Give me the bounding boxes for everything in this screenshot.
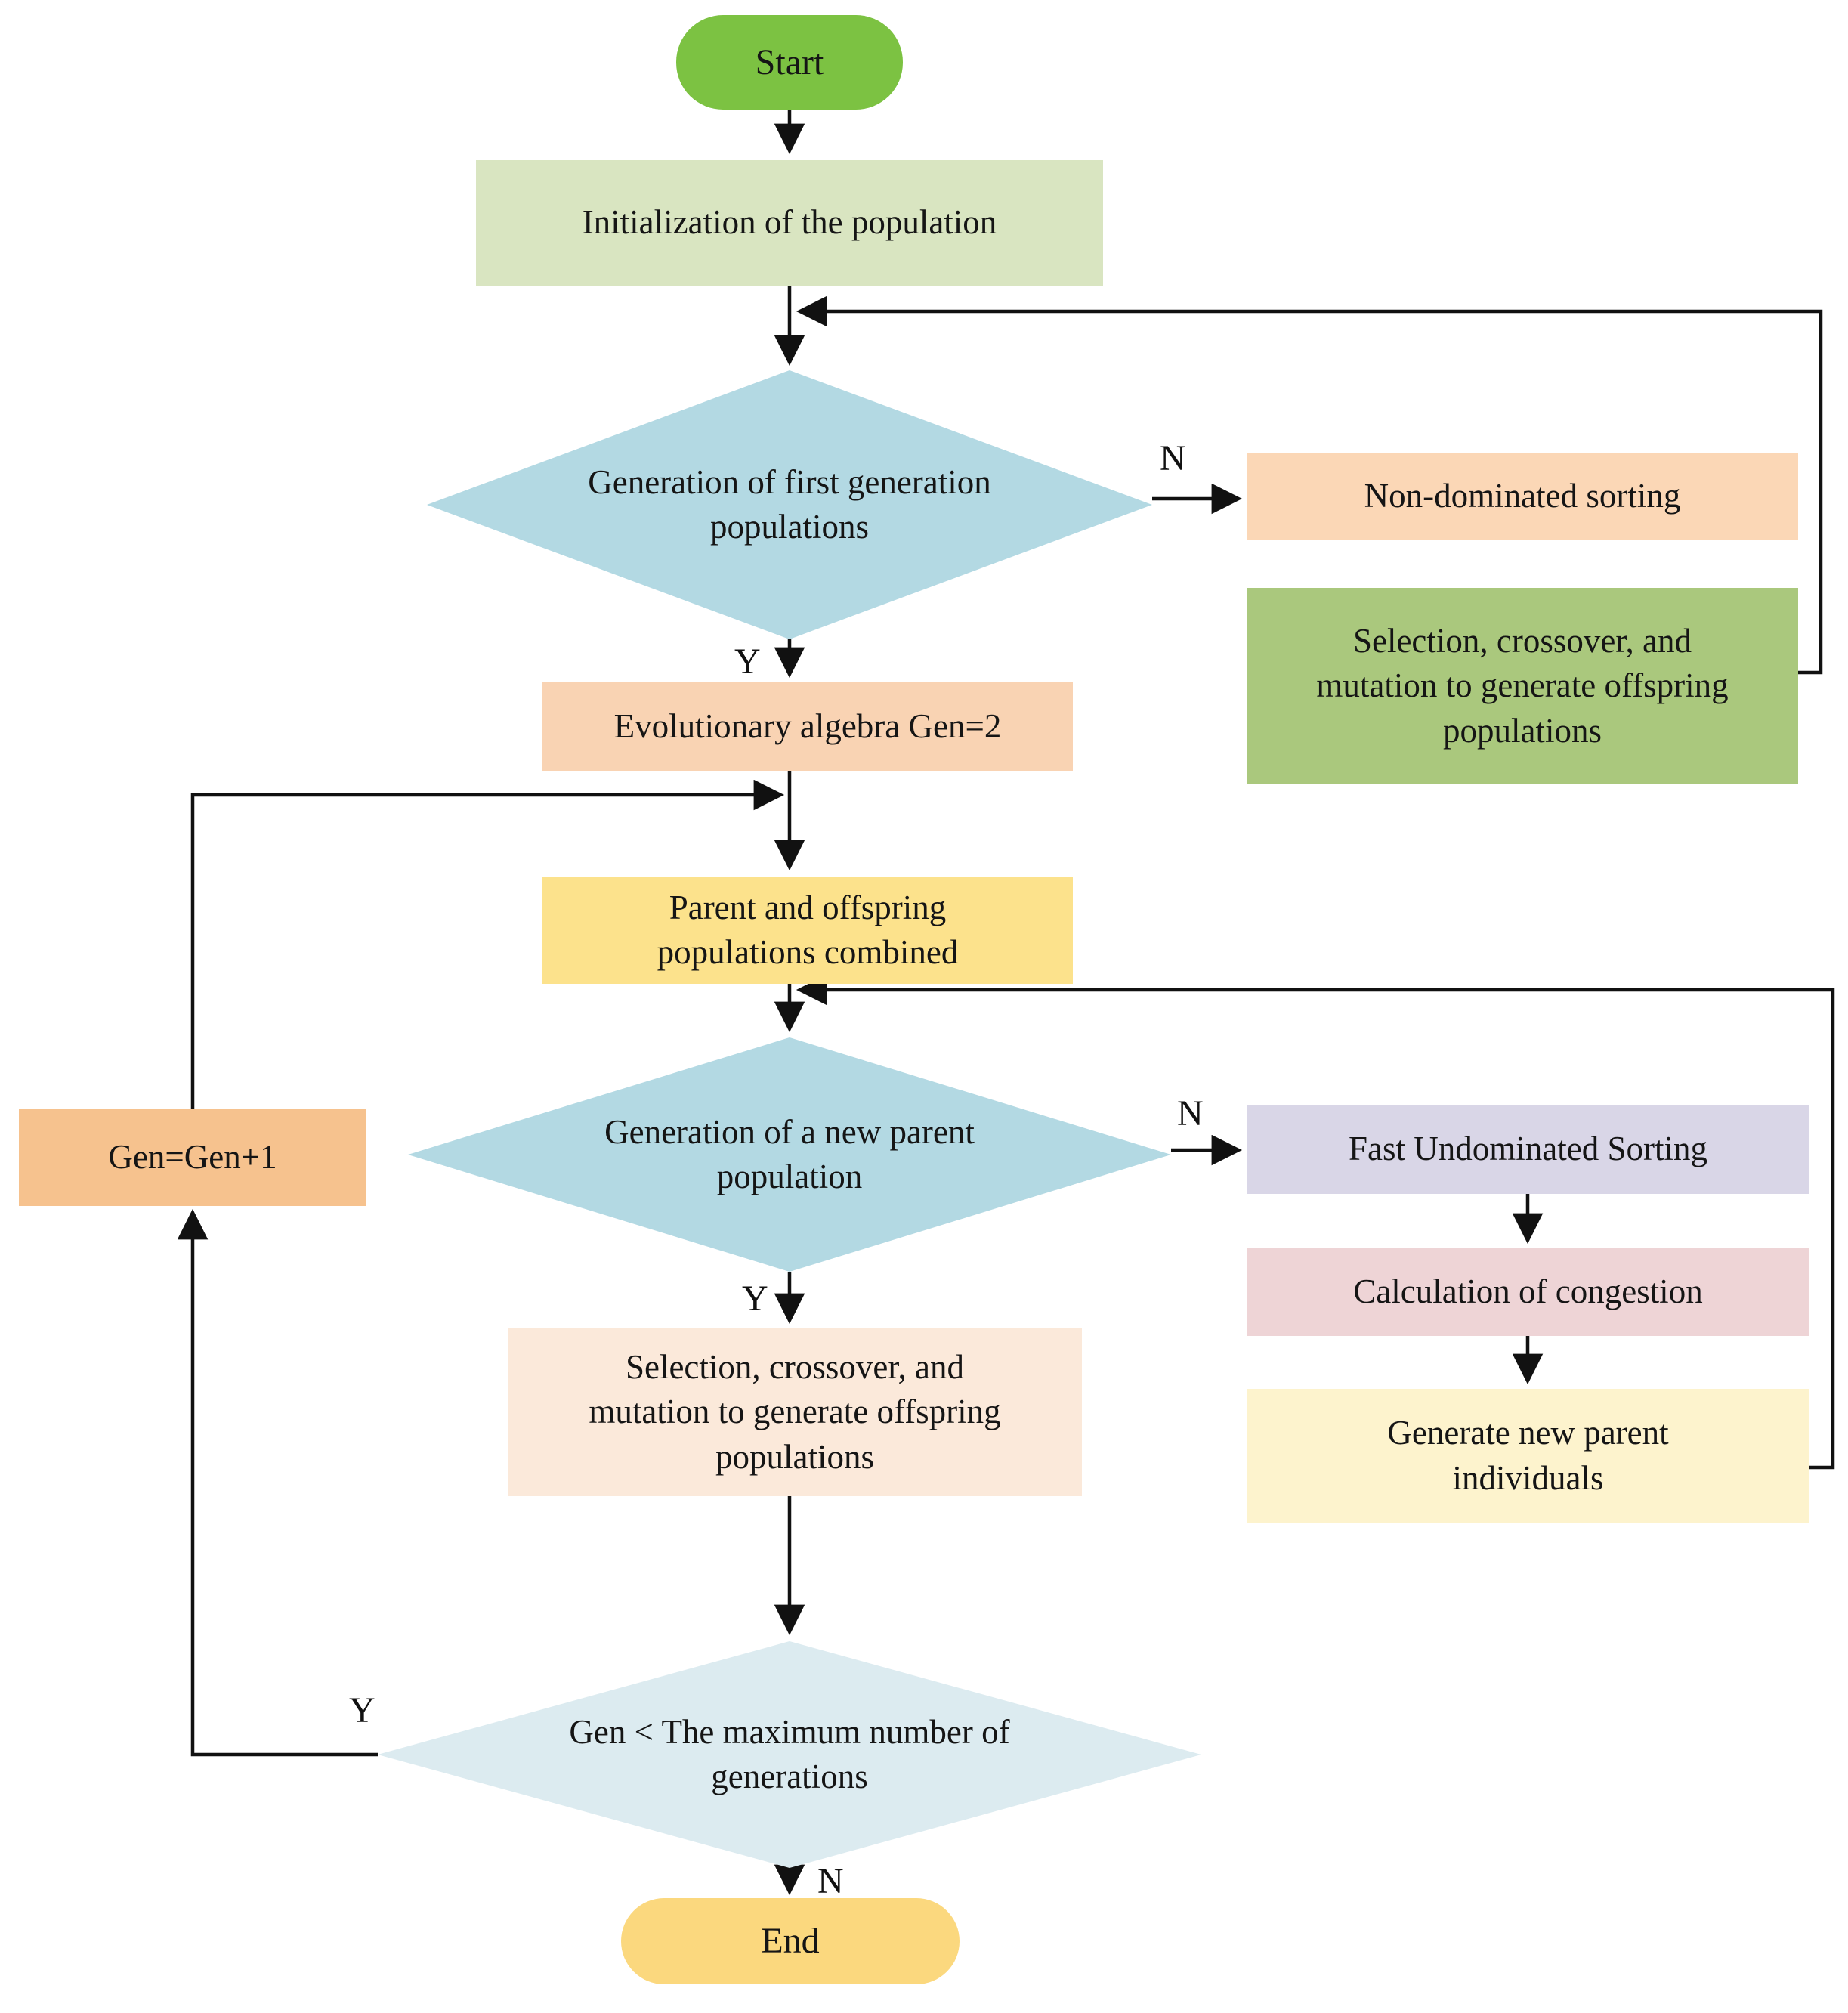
offspring-generation-node-2: Selection, crossover, and mutation to ge… bbox=[508, 1328, 1082, 1496]
parent-offspring-combined-node: Parent and offspring populations combine… bbox=[542, 877, 1073, 984]
label-d2-yes: Y bbox=[742, 1279, 768, 1319]
end-node: End bbox=[621, 1898, 960, 1984]
gen-increment-node: Gen=Gen+1 bbox=[19, 1109, 366, 1206]
congestion-calculation-node: Calculation of congestion bbox=[1247, 1248, 1809, 1336]
init-population-node: Initialization of the population bbox=[476, 160, 1103, 286]
connector-offspring1-loop-back bbox=[796, 295, 1823, 675]
offspring-generation-node-1: Selection, crossover, and mutation to ge… bbox=[1247, 588, 1798, 784]
nondominated-sorting-node: Non-dominated sorting bbox=[1247, 453, 1798, 540]
label-d3-yes: Y bbox=[349, 1690, 375, 1730]
generate-new-parent-node: Generate new parent individuals bbox=[1247, 1389, 1809, 1523]
fast-undominated-sorting-node: Fast Undominated Sorting bbox=[1247, 1105, 1809, 1194]
connector-newparent-loop-back bbox=[796, 974, 1835, 1470]
label-d3-no: N bbox=[817, 1861, 844, 1901]
label-d1-no: N bbox=[1160, 438, 1186, 478]
connector-d3-yes-to-genplus bbox=[177, 1208, 378, 1757]
start-node: Start bbox=[676, 15, 903, 110]
connector-genplus-loop-to-main bbox=[190, 779, 785, 1109]
evolutionary-algebra-node: Evolutionary algebra Gen=2 bbox=[542, 682, 1073, 771]
label-d1-yes: Y bbox=[734, 642, 761, 682]
label-d2-no: N bbox=[1177, 1093, 1204, 1133]
